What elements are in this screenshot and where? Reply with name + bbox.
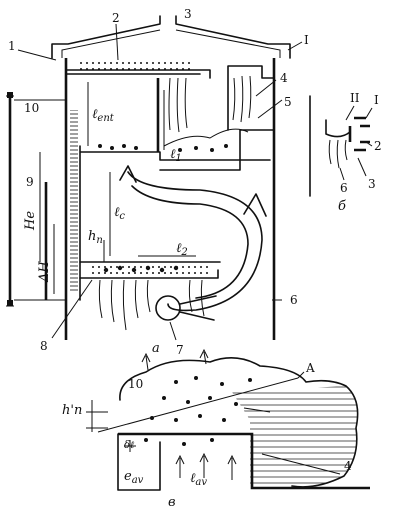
detail-c-line-a (97, 377, 299, 433)
detail-c-label-hn: h'п (62, 403, 82, 418)
arrow-head-right (243, 193, 267, 217)
detail-c-plate (118, 432, 370, 490)
upper-liquid (76, 62, 194, 70)
detail-b-cup (325, 119, 351, 138)
downcomer-liquid (70, 110, 78, 292)
lower-streams (98, 279, 205, 331)
label-9: 9 (26, 175, 34, 189)
vessel-roof (51, 15, 291, 59)
detail-b-label-3: 3 (368, 177, 376, 191)
detail-c-label-e1: eаv (124, 469, 144, 486)
label-6: 6 (290, 293, 298, 307)
circulation-arrow-inner (131, 185, 249, 299)
falling-streams (168, 75, 252, 133)
pump-circle (155, 295, 181, 321)
caption-a: а (152, 341, 160, 356)
label-dh: ΔH (37, 261, 52, 283)
lower-liquid (90, 262, 210, 276)
detail-c: A 10 4 h'п δℓ eаv ℓаv в (62, 348, 370, 510)
detail-c-label-10: 10 (128, 377, 143, 391)
label-l1: ℓ1 (170, 147, 182, 164)
vessel-roof-inner (61, 29, 281, 58)
circulation-arrow (127, 171, 263, 312)
pump-outlet (179, 295, 217, 321)
label-3: 3 (184, 7, 192, 21)
detail-c-chamber (117, 433, 161, 491)
caption-c: в (168, 495, 176, 510)
detail-b-streams (328, 139, 348, 169)
label-1-left: 1 (8, 39, 16, 53)
middle-bubbles (98, 144, 228, 152)
upper-tray (65, 69, 211, 79)
label-1-right: I (304, 33, 309, 47)
detail-b-label-11: II (350, 91, 360, 105)
label-l-ent: ℓent (92, 107, 115, 124)
label-5: 5 (284, 95, 292, 109)
detail-b-label-1: I (374, 93, 379, 107)
level-gauge (6, 92, 66, 307)
label-hn: hп (88, 229, 103, 246)
detail-b: II I 2 3 6 б (309, 91, 382, 214)
detail-c-line-a2 (297, 371, 305, 379)
label-2: 2 (112, 11, 120, 25)
label-l2: ℓ2 (176, 241, 188, 258)
middle-tray-right (159, 129, 275, 171)
label-8: 8 (40, 339, 48, 353)
middle-liquid-surface (163, 128, 249, 147)
label-he: Hе (23, 211, 38, 231)
label-lc: ℓc (114, 205, 125, 222)
detail-b-label-2: 2 (374, 139, 382, 153)
detail-b-label-6: 6 (340, 181, 348, 195)
detail-b-nozzle (348, 116, 370, 152)
upper-cup-right (227, 65, 275, 131)
label-7: 7 (176, 343, 184, 357)
detail-c-label-4: 4 (344, 459, 352, 473)
label-10: 10 (24, 101, 39, 115)
caption-b: б (338, 199, 346, 214)
detail-c-label-dl: δℓ (124, 440, 134, 451)
main-view: 1 I 2 3 4 5 6 7 8 9 10 ℓent ℓ1 ℓc hп ℓ2 … (6, 7, 309, 357)
detail-c-label-e2: ℓаv (190, 471, 207, 488)
label-4: 4 (280, 71, 288, 85)
lower-trays-holes (103, 265, 179, 273)
arrow-head-left (119, 165, 137, 183)
leader-lines (17, 23, 303, 341)
detail-c-label-a: A (305, 361, 315, 375)
detail-c-bubbles (144, 376, 252, 446)
detail-c-arrows (141, 348, 237, 480)
